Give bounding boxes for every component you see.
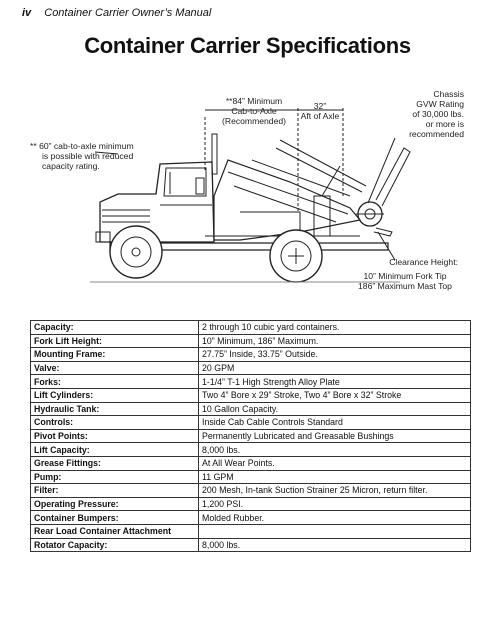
spec-value: 200 Mesh, In-tank Suction Strainer 25 Mi…: [198, 483, 471, 498]
spec-label: Pump:: [30, 469, 199, 485]
spec-value: Molded Rubber.: [198, 510, 471, 525]
spec-value: 27.75” Inside, 33.75” Outside.: [198, 347, 471, 362]
spec-row: Operating Pressure:1,200 PSI.: [30, 496, 471, 512]
spec-value: Inside Cab Cable Controls Standard: [198, 415, 471, 430]
spec-value: 10 Gallon Capacity.: [198, 401, 471, 417]
spec-value: 10” Minimum, 186” Maximum.: [198, 333, 471, 349]
spec-label: Hydraulic Tank:: [30, 401, 199, 417]
spec-row: Forks:1-1/4” T-1 High Strength Alloy Pla…: [30, 374, 471, 389]
specifications-table: Capacity:2 through 10 cubic yard contain…: [30, 320, 471, 553]
spec-value: 20 GPM: [198, 360, 471, 376]
spec-row: Controls:Inside Cab Cable Controls Stand…: [30, 415, 471, 430]
clearance-values: 10” Minimum Fork Tip 186” Maximum Mast T…: [358, 271, 452, 291]
spec-label: Lift Capacity:: [30, 442, 199, 457]
spec-label: Rotator Capacity:: [30, 537, 199, 553]
spec-row: Valve:20 GPM: [30, 360, 471, 376]
spec-label: Mounting Frame:: [30, 347, 199, 362]
spec-row: Fork Lift Height:10” Minimum, 186” Maxim…: [30, 333, 471, 349]
spec-row: Container Bumpers:Molded Rubber.: [30, 510, 471, 525]
page-title: Container Carrier Specifications: [84, 33, 411, 58]
spec-value: Permanently Lubricated and Greasable Bus…: [198, 428, 471, 444]
spec-value: Two 4” Bore x 29” Stroke, Two 4” Bore x …: [198, 387, 471, 403]
spec-value: 8,000 lbs.: [198, 442, 471, 457]
chassis-gvw-note: Chassis GVW Rating of 30,000 lbs. or mor…: [409, 89, 464, 139]
spec-value: 1,200 PSI.: [198, 496, 471, 512]
short-cab-note: ** 60” cab-to-axle minimum is possible w…: [30, 141, 134, 171]
spec-label: Capacity:: [30, 320, 199, 335]
spec-value: [198, 523, 471, 539]
spec-row: Lift Cylinders:Two 4” Bore x 29” Stroke,…: [30, 387, 471, 403]
spec-label: Filter:: [30, 483, 199, 498]
spec-row: Mounting Frame:27.75” Inside, 33.75” Out…: [30, 347, 471, 362]
cab-to-axle-note: **84” Minimum Cab-to-Axle (Recommended): [222, 96, 286, 126]
spec-label: Grease Fittings:: [30, 455, 199, 471]
spec-label: Lift Cylinders:: [30, 387, 199, 403]
spec-row: Grease Fittings:At All Wear Points.: [30, 455, 471, 471]
spec-label: Pivot Points:: [30, 428, 199, 444]
spec-row: Rotator Capacity:8,000 lbs.: [30, 537, 471, 553]
spec-row: Lift Capacity:8,000 lbs.: [30, 442, 471, 457]
clearance-label: Clearance Height:: [389, 257, 458, 267]
manual-title: Container Carrier Owner’s Manual: [44, 7, 212, 19]
truck-diagram: [90, 108, 411, 283]
spec-row: Rear Load Container Attachment: [30, 523, 471, 539]
spec-label: Operating Pressure:: [30, 496, 199, 512]
spec-label: Controls:: [30, 415, 199, 430]
spec-label: Valve:: [30, 360, 199, 376]
spec-label: Container Bumpers:: [30, 510, 199, 525]
spec-label: Forks:: [30, 374, 199, 389]
spec-row: Hydraulic Tank:10 Gallon Capacity.: [30, 401, 471, 417]
aft-axle-note: 32” Aft of Axle: [300, 101, 340, 121]
spec-label: Fork Lift Height:: [30, 333, 199, 349]
page-number: iv: [22, 7, 32, 19]
spec-value: 2 through 10 cubic yard containers.: [198, 320, 471, 335]
spec-row: Capacity:2 through 10 cubic yard contain…: [30, 320, 471, 335]
spec-value: 11 GPM: [198, 469, 471, 485]
page-header: iv Container Carrier Owner’s Manual: [22, 7, 211, 19]
spec-value: 1-1/4” T-1 High Strength Alloy Plate: [198, 374, 471, 389]
spec-row: Pump:11 GPM: [30, 469, 471, 485]
spec-value: 8,000 lbs.: [198, 537, 471, 553]
spec-label: Rear Load Container Attachment: [30, 523, 199, 539]
spec-row: Filter:200 Mesh, In-tank Suction Straine…: [30, 483, 471, 498]
spec-row: Pivot Points:Permanently Lubricated and …: [30, 428, 471, 444]
spec-value: At All Wear Points.: [198, 455, 471, 471]
